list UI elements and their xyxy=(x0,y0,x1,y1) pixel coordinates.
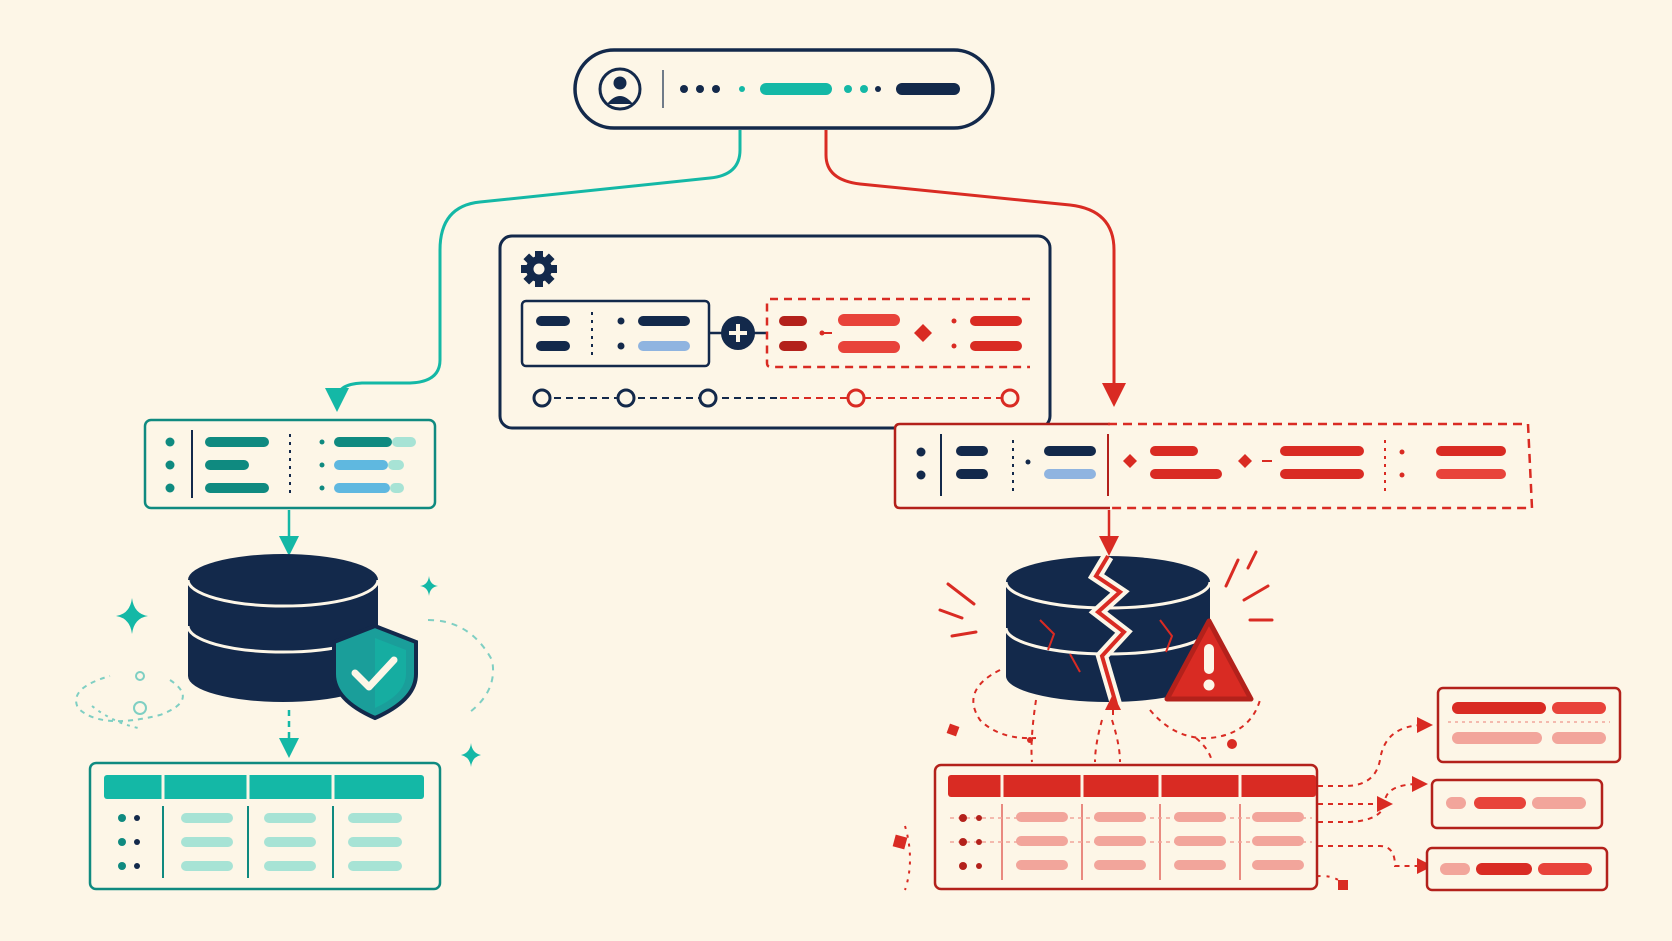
leaked-data-card-3 xyxy=(1425,846,1609,892)
query-builder-panel xyxy=(498,234,1052,430)
shield-check-icon xyxy=(332,623,418,721)
safe-path-connector xyxy=(325,130,742,412)
sparkle-icon xyxy=(116,598,148,634)
safe-query-card xyxy=(143,418,437,510)
compromised-result-table xyxy=(933,763,1319,891)
warning-triangle-icon xyxy=(1164,618,1254,702)
leaked-data-card-1 xyxy=(1436,686,1622,764)
user-input-bar xyxy=(573,48,995,130)
sparkle-icon xyxy=(461,743,481,767)
sparkle-icon xyxy=(420,576,438,596)
gear-icon xyxy=(521,251,557,287)
user-icon xyxy=(598,67,642,111)
injected-path-connector xyxy=(824,130,1126,407)
plus-icon xyxy=(709,316,767,350)
safe-result-table xyxy=(88,761,442,891)
cracked-database-icon xyxy=(1004,552,1212,706)
injected-query-card xyxy=(893,422,1534,510)
leaked-data-card-2 xyxy=(1430,778,1604,830)
